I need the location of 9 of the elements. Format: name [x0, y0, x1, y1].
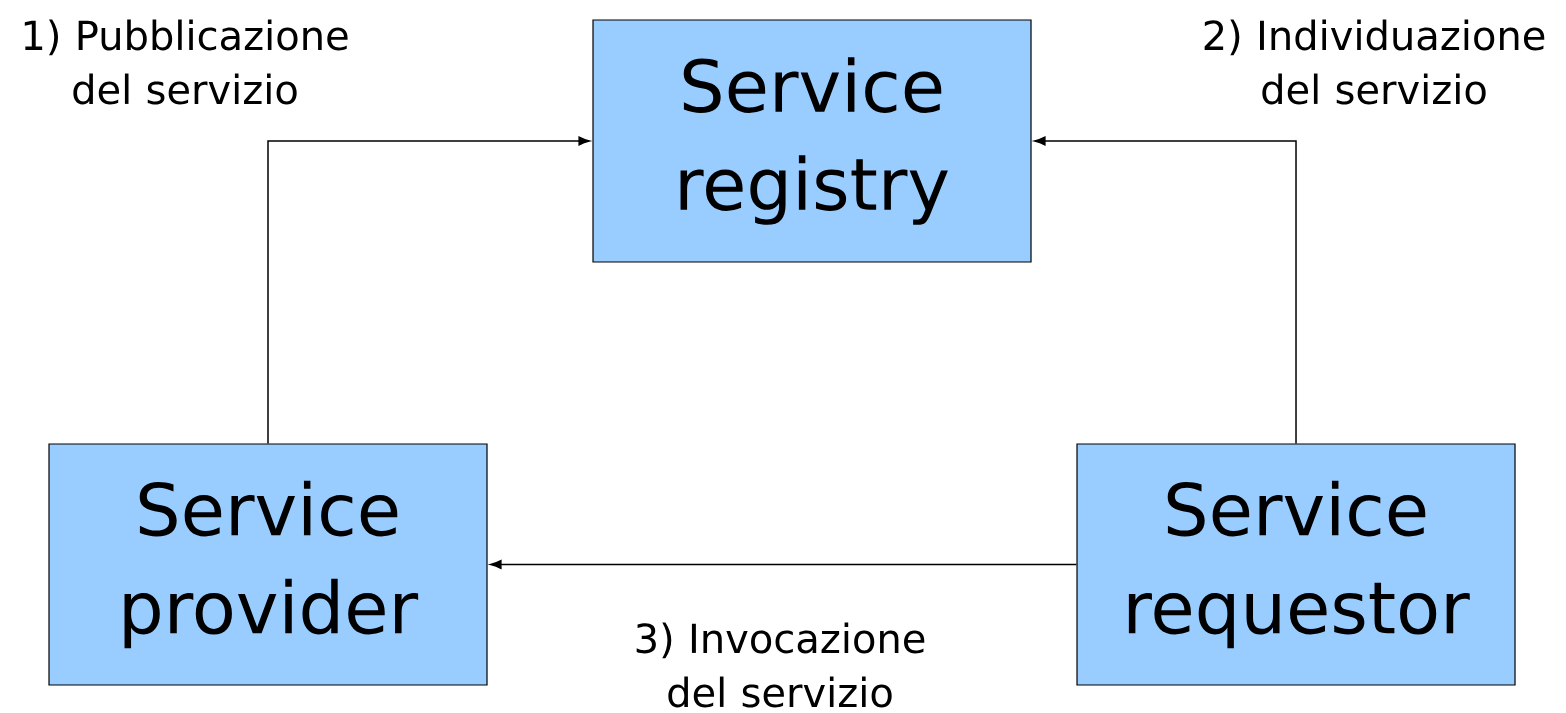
edge-label: 1) Pubblicazione del servizio	[24, 19, 348, 105]
process-box: Service requestor	[1076, 443, 1516, 686]
arrow	[267, 136, 590, 445]
process-box: Service registry	[592, 19, 1032, 263]
process-box: Service provider	[48, 443, 488, 686]
arrow	[1034, 136, 1297, 445]
edge-label: 3) Invocazione del servizio	[636, 622, 925, 708]
arrow	[490, 560, 1078, 569]
edge-label: 2) Individuazione del servizio	[1204, 19, 1545, 105]
